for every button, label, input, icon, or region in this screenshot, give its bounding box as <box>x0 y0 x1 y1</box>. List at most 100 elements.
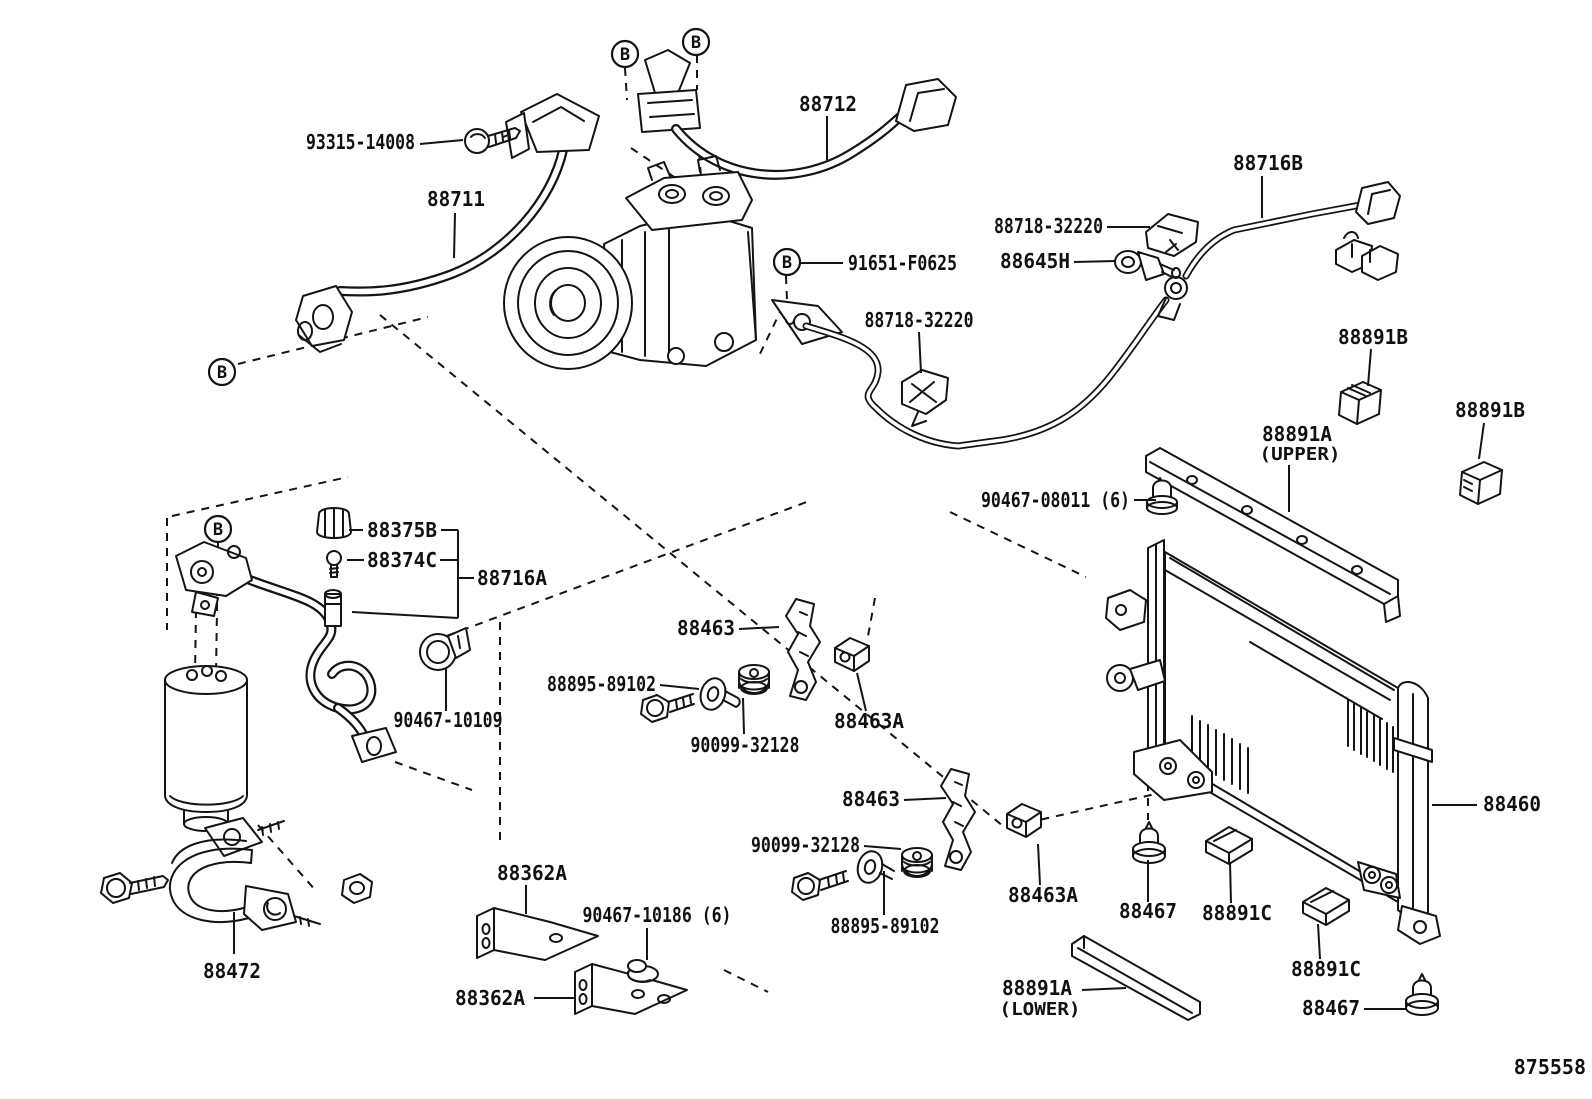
part-label: 88718-32220 <box>865 308 974 332</box>
diagram-code: 875558 <box>1514 1055 1586 1079</box>
pipe-88716B <box>802 181 1401 450</box>
leader-line <box>918 331 922 374</box>
dashed-line <box>867 597 876 637</box>
hose-88712 <box>637 49 957 180</box>
dashed-line <box>723 969 769 993</box>
leader-line <box>1367 348 1372 387</box>
part-label: 90467-10186 (6) <box>583 903 732 927</box>
part-label: 91651-F0625 <box>848 251 957 275</box>
part-label: 90467-08011 (6) <box>981 488 1130 512</box>
dashed-line <box>756 305 784 361</box>
clip-88463A-1 <box>834 637 870 672</box>
part-label: 88375B <box>367 518 437 542</box>
dashed-line <box>194 609 197 675</box>
pressure-switch-88645H <box>1114 250 1181 281</box>
receiver-drier <box>164 665 248 832</box>
pad-88891C-1 <box>1205 826 1253 865</box>
leader-line <box>1478 422 1485 460</box>
dashed-line <box>624 67 628 101</box>
bracket-88463-1 <box>785 598 821 701</box>
part-label: 88463A <box>834 709 904 733</box>
screw-93315 <box>464 127 521 154</box>
connector-callout-b: B <box>772 247 802 277</box>
part-label: 88891C <box>1202 901 1272 925</box>
leader-line <box>659 684 700 690</box>
block-88891B-1 <box>1338 381 1382 425</box>
brackets-88362A <box>476 907 688 1015</box>
part-label: 88467 <box>1119 899 1177 923</box>
part-label: 90099-32128 <box>751 833 860 857</box>
part-label: 88895-89102 <box>547 672 656 696</box>
part-label: 88891C <box>1291 957 1361 981</box>
clip-88467-2 <box>1405 973 1439 1016</box>
part-label: 88891A <box>1262 422 1332 446</box>
leader-lines <box>233 116 1485 1010</box>
part-label: 88460 <box>1483 792 1541 816</box>
clamp-90467-10109 <box>419 627 471 671</box>
dashed-line <box>394 761 473 791</box>
clip-88463A-2 <box>1006 803 1042 838</box>
part-label: 88463 <box>677 616 735 640</box>
clip-88467-1 <box>1132 821 1166 864</box>
part-label: 88645H <box>1000 249 1070 273</box>
clamp-88718-32220-1 <box>1145 213 1199 257</box>
leader-line <box>351 611 459 619</box>
leader-line <box>742 697 745 735</box>
part-label: 88472 <box>203 959 261 983</box>
part-label: 88895-89102 <box>831 914 940 938</box>
dashed-line <box>785 275 788 301</box>
leader-line <box>1081 987 1127 991</box>
part-label: 90099-32128 <box>691 733 800 757</box>
dashed-line <box>432 499 813 642</box>
callout-letter: B <box>213 520 223 540</box>
part-label: 88362A <box>497 861 567 885</box>
leader-line <box>738 626 780 630</box>
part-label: 93315-14008 <box>306 130 415 154</box>
callout-letter: B <box>782 253 792 273</box>
callout-circle <box>203 514 233 544</box>
part-label: 88374C <box>367 548 437 572</box>
leader-line <box>1317 923 1321 960</box>
leader-line <box>903 797 947 801</box>
pipe-88716A <box>175 541 397 763</box>
leader-line <box>1073 260 1117 263</box>
hose-88711 <box>295 93 600 353</box>
part-label: 88716B <box>1233 151 1303 175</box>
double-clamp <box>1335 231 1399 281</box>
part-label: 88362A <box>455 986 525 1010</box>
condenser-fasteners <box>1071 381 1503 1021</box>
grommet-90099-1 <box>738 664 770 695</box>
clip-90467-10186 <box>626 959 659 983</box>
condenser-88460 <box>1105 447 1441 945</box>
cap-88375B <box>316 507 352 539</box>
part-label: 88718-32220 <box>994 214 1103 238</box>
leader-line <box>453 212 456 259</box>
part-label: 88463A <box>1008 883 1078 907</box>
callout-letter: B <box>217 363 227 383</box>
bracket-88463-2 <box>940 768 976 871</box>
part-labels: 93315-14008887118871288716B88718-3222088… <box>203 92 1541 1020</box>
bar-88891A-lower <box>1071 935 1201 1021</box>
leader-line <box>1037 843 1041 886</box>
leader-line <box>1229 861 1232 904</box>
leader-line <box>419 139 464 145</box>
connector-callout-b: B <box>681 27 711 57</box>
callout-circle <box>681 27 711 57</box>
part-label: (UPPER) <box>1260 444 1341 465</box>
screw-88374C <box>326 550 342 578</box>
screw-88895-2 <box>791 870 849 901</box>
diagram-artwork <box>100 49 1503 1021</box>
part-label: 88467 <box>1302 996 1360 1020</box>
dashed-line <box>257 824 318 893</box>
dashed-line <box>1011 788 1179 827</box>
part-label: (LOWER) <box>1000 999 1081 1020</box>
connector-callout-b: B <box>207 357 237 387</box>
block-88891B-2 <box>1459 461 1503 505</box>
callout-circle <box>772 247 802 277</box>
callout-letter: B <box>691 33 701 53</box>
connector-callout-b: B <box>203 514 233 544</box>
part-label: 88712 <box>799 92 857 116</box>
callout-circle <box>207 357 237 387</box>
